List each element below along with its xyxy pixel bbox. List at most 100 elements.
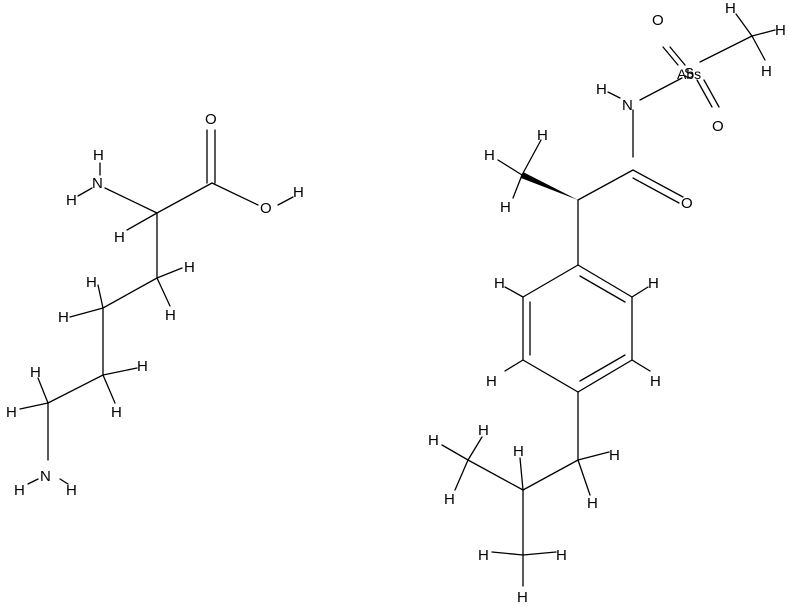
- atom-label-h: H: [6, 404, 17, 421]
- bond: [156, 267, 183, 279]
- atom-label-o: O: [712, 118, 724, 135]
- bond: [467, 459, 524, 491]
- atom-label-h: H: [478, 422, 489, 439]
- atom-label-h: H: [30, 364, 41, 381]
- atom-label-h: H: [114, 229, 125, 246]
- bond: [751, 29, 776, 37]
- bond: [27, 478, 39, 485]
- bond: [522, 459, 579, 491]
- bond: [607, 91, 621, 99]
- bond: [97, 284, 104, 309]
- bond: [519, 457, 524, 491]
- atom-label-h: H: [184, 259, 195, 276]
- bond: [522, 551, 557, 556]
- atom-label-h: H: [484, 147, 495, 164]
- bond: [491, 551, 524, 556]
- atom-label-h: H: [556, 547, 567, 564]
- bond: [639, 77, 683, 101]
- atom-label-h: H: [517, 589, 528, 606]
- atom-label-o: O: [260, 200, 272, 217]
- atom-label-h: H: [609, 447, 620, 464]
- atom-label-h: H: [596, 81, 607, 98]
- bond: [631, 359, 651, 372]
- bond: [703, 79, 720, 108]
- bond: [467, 436, 483, 461]
- bond: [632, 177, 680, 204]
- bond: [77, 187, 93, 197]
- atom-label-h: H: [587, 495, 598, 512]
- atom-label-h: H: [86, 274, 97, 291]
- atom-label-h: H: [725, 0, 736, 17]
- bond: [102, 277, 158, 309]
- bond: [577, 451, 610, 461]
- bond: [102, 367, 138, 376]
- bond: [156, 277, 171, 307]
- bond: [504, 359, 524, 372]
- atom-label-n: N: [622, 97, 633, 114]
- bond: [47, 374, 104, 404]
- bond: [735, 13, 753, 37]
- bond: [579, 275, 626, 303]
- stereo-abs-label: Abs: [677, 66, 701, 82]
- atom-label-h: H: [293, 184, 304, 201]
- bond: [577, 264, 633, 298]
- atom-label-h: H: [428, 432, 439, 449]
- bond: [577, 459, 591, 496]
- bond: [579, 354, 626, 382]
- bond: [512, 174, 523, 199]
- atom-label-h: H: [478, 547, 489, 564]
- bond: [696, 79, 713, 108]
- bond: [211, 182, 259, 206]
- bond: [69, 307, 104, 318]
- atom-label-h: H: [93, 147, 104, 164]
- lysine-molecule: N H H O O H N H H H H H H H H H H H: [6, 111, 304, 499]
- atom-label-h: H: [500, 199, 511, 216]
- atom-label-h: H: [58, 309, 69, 326]
- atom-label-o: O: [681, 195, 693, 212]
- bond: [277, 196, 294, 206]
- bond: [522, 359, 579, 393]
- bond: [454, 459, 469, 491]
- bond: [751, 35, 766, 61]
- bond: [19, 402, 49, 410]
- bond: [504, 286, 524, 298]
- atom-label-o: O: [205, 111, 217, 128]
- atom-label-h: H: [66, 192, 77, 209]
- bond: [104, 187, 158, 214]
- bond: [521, 139, 542, 176]
- atom-label-h: H: [66, 482, 77, 499]
- atom-label-h: H: [775, 22, 786, 39]
- bond: [126, 212, 158, 231]
- atom-label-h: H: [111, 404, 122, 421]
- atom-label-h: H: [650, 373, 661, 390]
- atom-label-h: H: [648, 275, 659, 292]
- atom-label-o: O: [652, 12, 664, 29]
- bond: [102, 374, 116, 404]
- bond: [522, 264, 579, 298]
- atom-label-h: H: [165, 307, 176, 324]
- atom-label-n: N: [92, 175, 103, 192]
- stereo-wedge-bond: [521, 172, 578, 200]
- atom-label-s: S: [684, 65, 694, 82]
- bond: [156, 182, 213, 214]
- bond: [59, 478, 69, 485]
- atom-label-h: H: [513, 443, 524, 460]
- atom-label-h: H: [537, 127, 548, 144]
- atom-label-h: H: [14, 482, 25, 499]
- bond: [631, 286, 649, 298]
- atom-label-h: H: [444, 491, 455, 508]
- bond: [577, 169, 634, 201]
- atom-label-h: H: [486, 373, 497, 390]
- atom-label-h: H: [494, 275, 505, 292]
- bond: [699, 35, 753, 63]
- bond: [441, 444, 469, 461]
- atom-label-h: H: [137, 358, 148, 375]
- bond: [669, 46, 686, 66]
- bond: [662, 46, 679, 66]
- bond: [577, 359, 633, 393]
- atom-label-h: H: [761, 63, 772, 80]
- ibuprofen-sulfonamide-molecule: S Abs O O N H O H H H H H H H H H H H H …: [428, 0, 786, 606]
- bond: [37, 377, 49, 404]
- atom-label-n: N: [40, 468, 51, 485]
